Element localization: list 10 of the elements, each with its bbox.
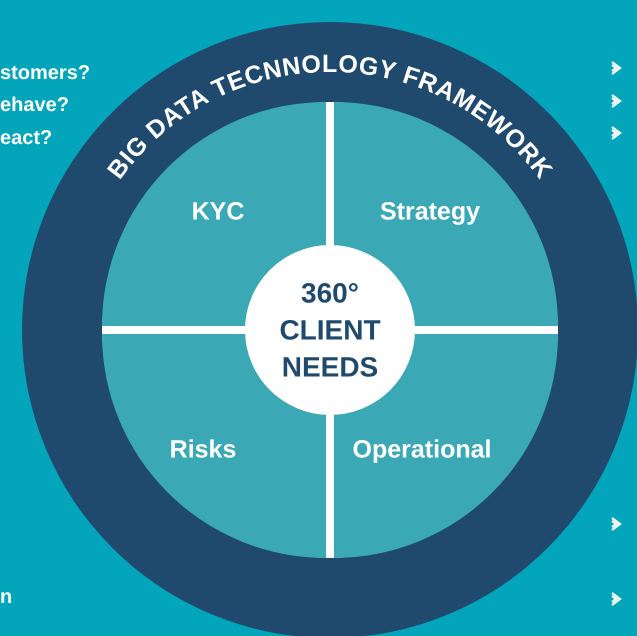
cropped-text: stomers? — [0, 62, 90, 85]
quadrant-label: Strategy — [380, 198, 480, 226]
cropped-text: ehave? — [0, 94, 69, 117]
cropped-text: n — [0, 586, 12, 609]
quadrant-label: Operational — [352, 436, 492, 464]
center-circle — [245, 245, 415, 415]
quadrant-label: Risks — [170, 436, 236, 464]
cropped-text: eact? — [0, 127, 52, 150]
quadrant-label: KYC — [192, 198, 244, 226]
center-label: 360° CLIENT NEEDS — [278, 276, 382, 384]
